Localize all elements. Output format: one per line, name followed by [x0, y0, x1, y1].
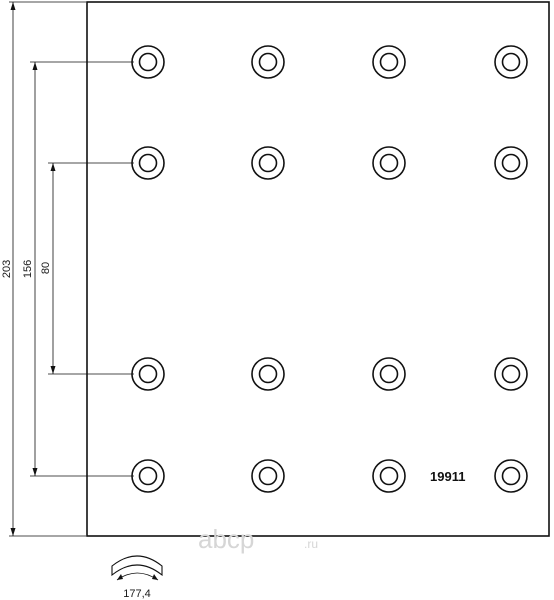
rivet-hole: [372, 45, 406, 79]
dimension-outer-spacing: 156: [22, 61, 134, 477]
rivet-hole: [372, 146, 406, 180]
rivet-hole: [372, 459, 406, 493]
rivet-hole: [131, 357, 165, 391]
rivet-hole: [251, 459, 285, 493]
rivet-hole: [251, 357, 285, 391]
rivet-hole: [131, 45, 165, 79]
watermark-suffix: .ru: [304, 537, 318, 551]
rivet-hole: [372, 357, 406, 391]
rivet-hole: [251, 146, 285, 180]
dimension-inner-spacing: 80: [40, 162, 134, 375]
rivet-hole: [494, 459, 528, 493]
rivet-hole: [494, 146, 528, 180]
rivet-hole: [494, 45, 528, 79]
rivet-hole: [494, 357, 528, 391]
rivet-hole: [251, 45, 285, 79]
watermark-brand: abcp: [198, 524, 254, 554]
part-number: 19911: [430, 469, 465, 484]
dimension-label-156: 156: [22, 260, 34, 278]
rivet-hole-grid: [131, 45, 528, 493]
rivet-hole: [131, 146, 165, 180]
watermark: abcp .ru: [198, 524, 318, 554]
dimension-label-80: 80: [40, 262, 52, 274]
arc-length-symbol: 177,4: [111, 555, 163, 600]
lining-plate: [86, 1, 550, 537]
dimension-total-height: 203: [1, 1, 86, 537]
rivet-hole: [131, 459, 165, 493]
arc-length-label: 177,4: [123, 588, 151, 600]
dimension-label-203: 203: [1, 260, 13, 278]
